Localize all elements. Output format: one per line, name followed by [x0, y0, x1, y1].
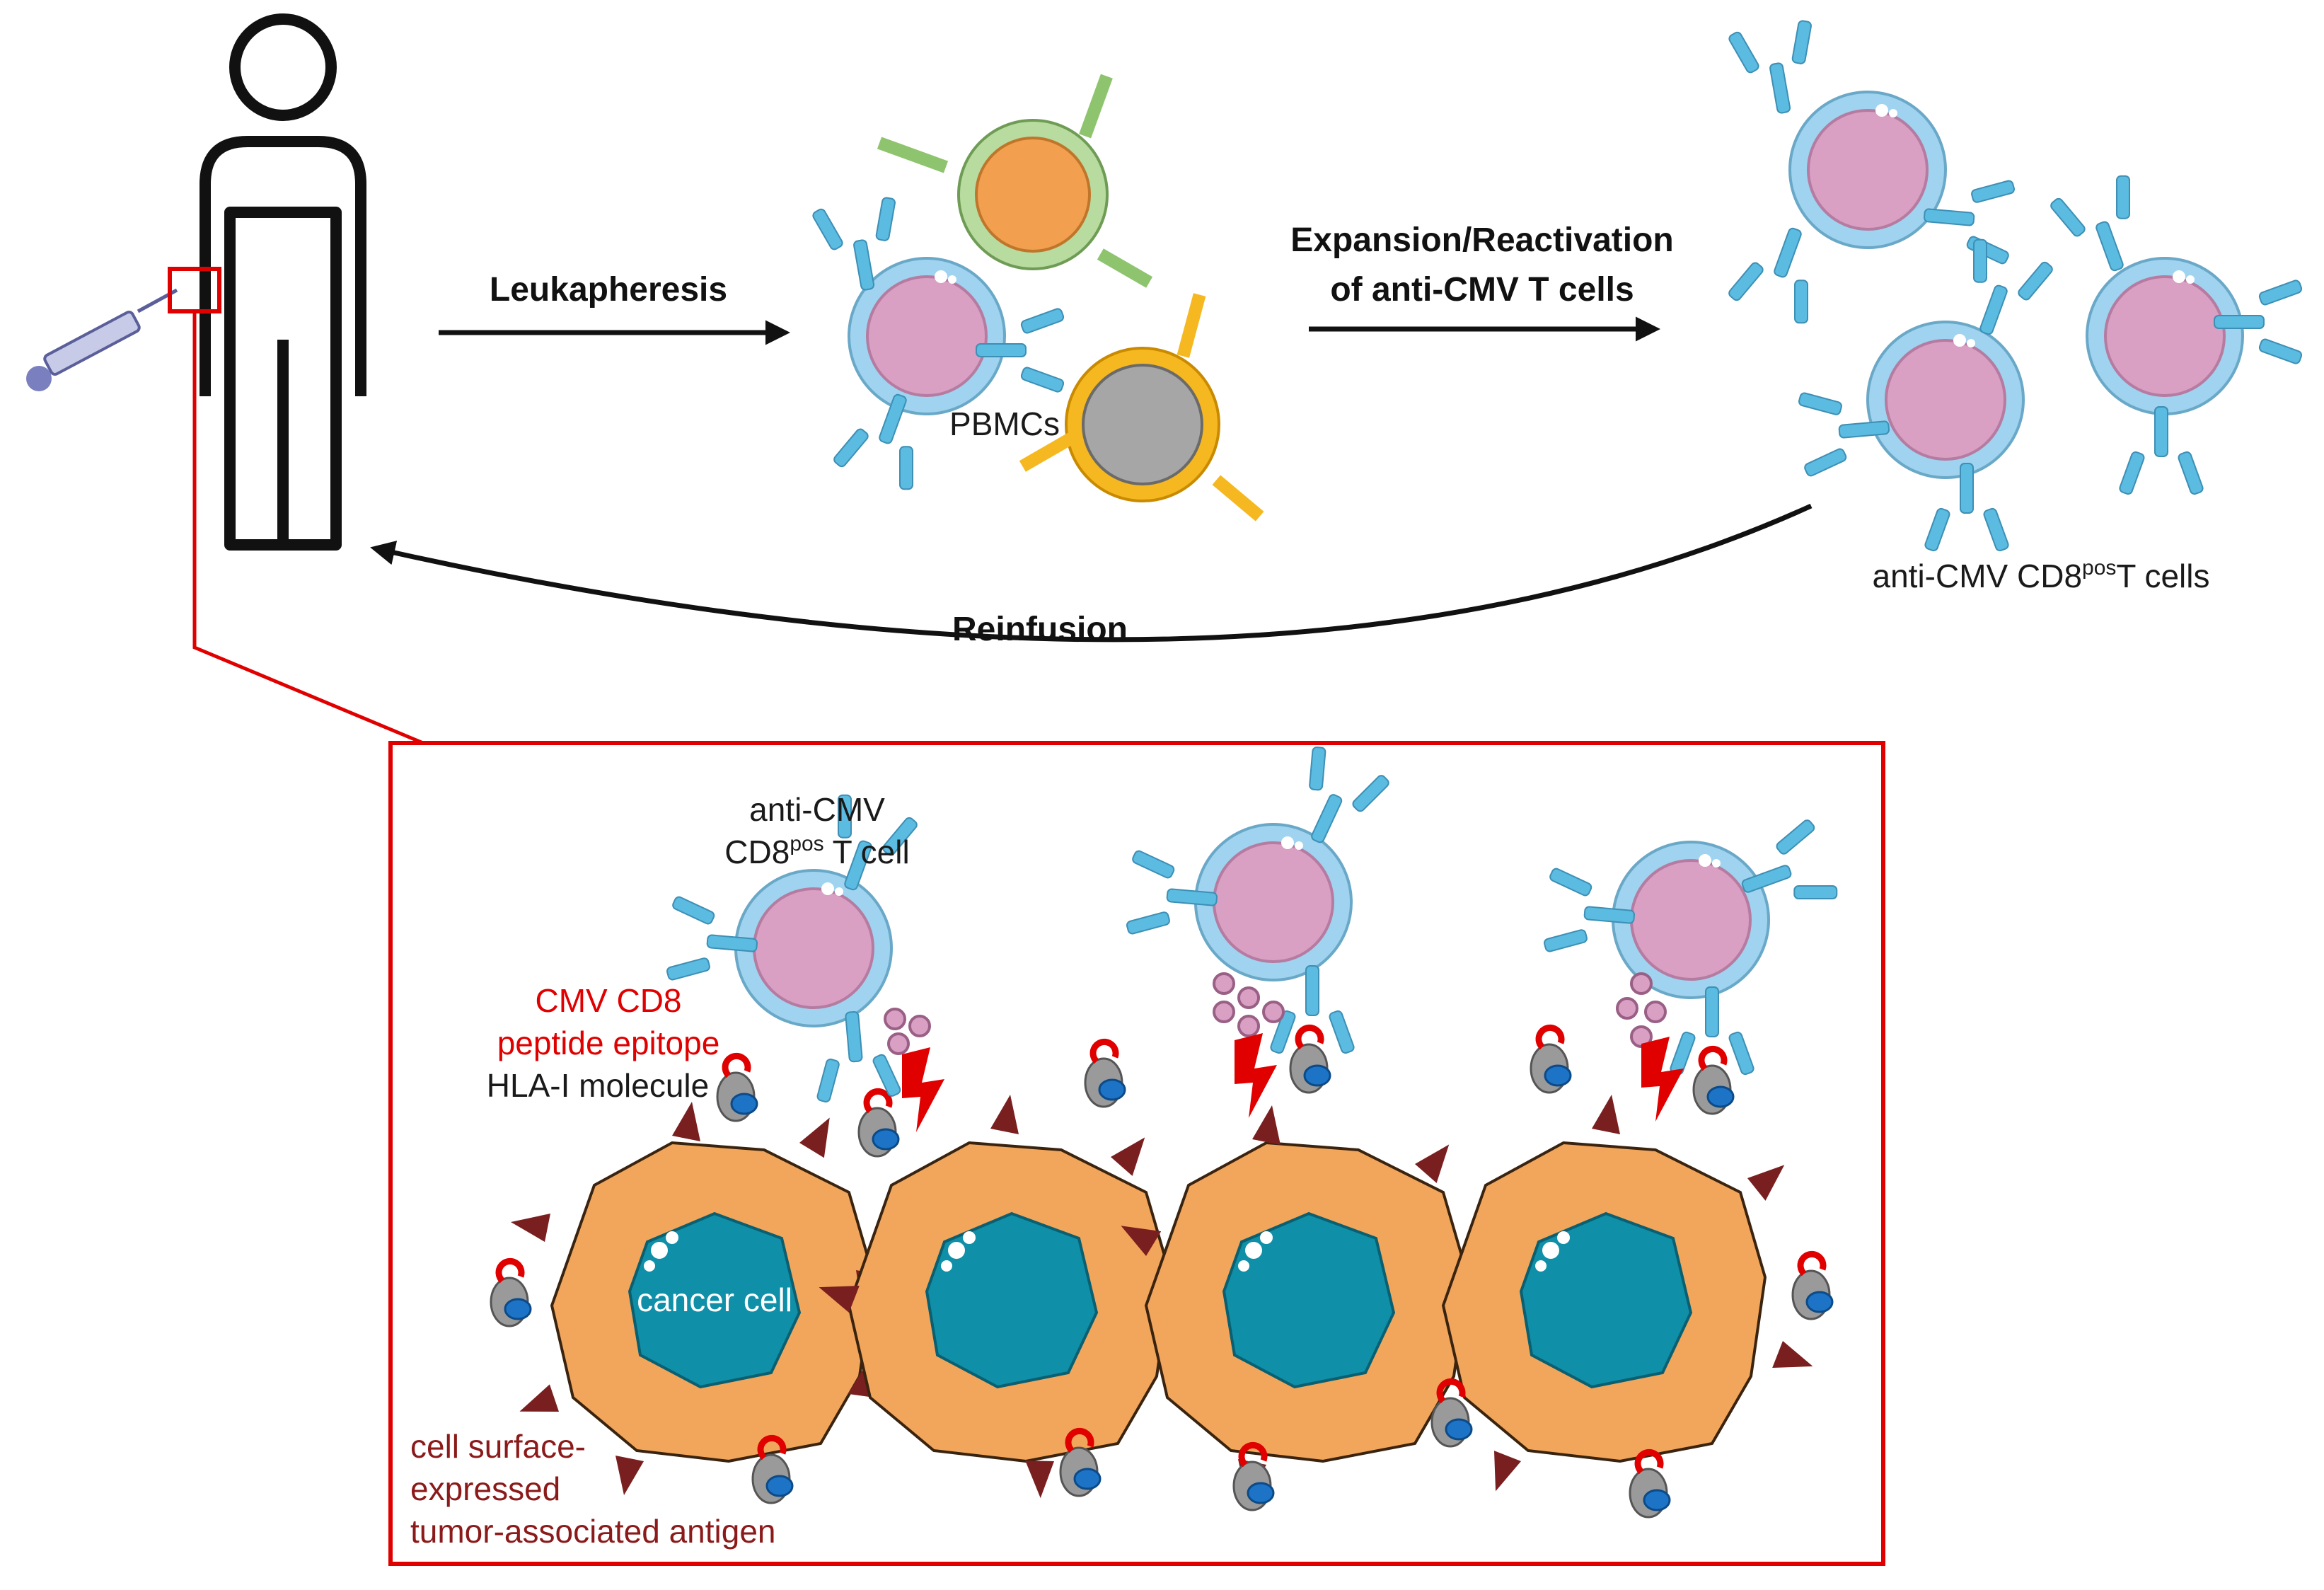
pbmcs-label: PBMCs: [949, 405, 1060, 442]
leukapheresis-label: Leukapheresis: [490, 271, 727, 309]
expanded-t-cells: anti-CMV CD8posT cells: [1725, 17, 2303, 594]
inset-highlight-box: [168, 267, 221, 313]
expanded-cells-label: anti-CMV CD8posT cells: [1873, 556, 2210, 594]
cancer-cell-label: cancer cell: [637, 1281, 792, 1318]
inset-tcell-label-line2: CD8pos T cell: [724, 832, 909, 870]
epitope-label-line2: peptide epitope: [497, 1025, 720, 1061]
pbmc-green-cell: [877, 74, 1153, 288]
reinfusion-label: Reinfusion: [952, 611, 1128, 648]
patient-figure: [200, 13, 366, 551]
expanded-t-cell-1: [1725, 17, 2017, 328]
taa-label-line1: cell surface-: [410, 1428, 586, 1465]
inset-tcell-label-line1: anti-CMV: [749, 791, 885, 828]
expansion-label-line1: Expansion/Reactivation: [1290, 221, 1673, 259]
taa-label-line3: tumor-associated antigen: [410, 1513, 776, 1550]
syringe-icon: [26, 288, 178, 391]
reinfusion-arrow: [370, 503, 1813, 643]
expanded-t-cell-2: [1796, 234, 2057, 553]
expansion-label-line2: of anti-CMV T cells: [1330, 271, 1634, 309]
cancer-cell-1: cancer cell: [511, 1102, 898, 1495]
hla-label: HLA-I molecule: [487, 1067, 709, 1104]
inset-connector: [192, 311, 432, 749]
cancer-cell-row: cancer cell: [511, 1095, 1817, 1500]
epitope-label-line1: CMV CD8: [535, 982, 681, 1019]
expanded-t-cell-3: [2047, 171, 2303, 496]
pbmc-yellow-cell: [1019, 293, 1264, 522]
cytotoxic-granules: [884, 972, 1667, 1055]
taa-label-line2: expressed: [410, 1470, 560, 1507]
pbmc-cluster: PBMCs: [810, 74, 1264, 522]
